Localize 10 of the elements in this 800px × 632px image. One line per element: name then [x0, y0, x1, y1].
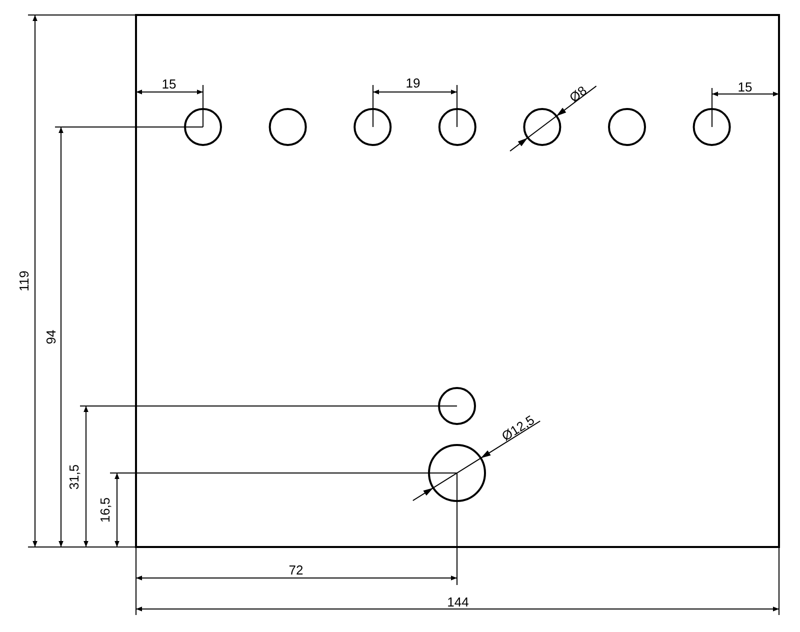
dimension-label: 31,5	[68, 464, 80, 490]
dimension-label: 19	[406, 76, 420, 90]
dimension-label: 16,5	[98, 497, 112, 523]
dimension-label: Ø8	[567, 84, 589, 104]
dimension-label: 144	[447, 596, 469, 608]
dimension-label: 94	[44, 330, 58, 344]
dimension-label: 15	[162, 78, 176, 90]
dimension-label: 72	[288, 564, 304, 576]
dimension-label: 15	[738, 80, 752, 94]
dimension-label: 119	[18, 270, 30, 292]
